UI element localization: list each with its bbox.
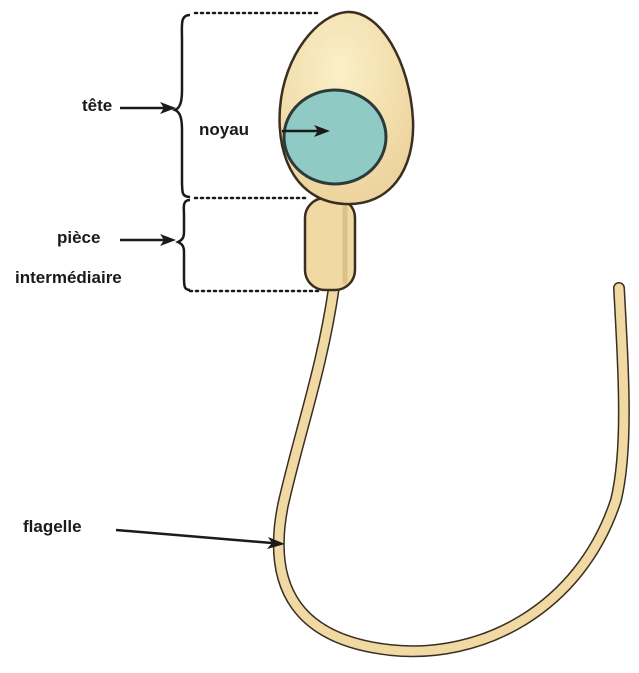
flagellum <box>279 287 624 651</box>
label-flagellum: flagelle <box>23 517 82 537</box>
flagellum-outline <box>279 287 624 651</box>
flagellum-fill <box>279 287 624 651</box>
head-brace-icon <box>175 15 190 197</box>
arrow-flagellum-line <box>116 530 272 543</box>
nucleus <box>284 90 386 184</box>
label-midpiece-line1: pièce <box>57 228 100 248</box>
midpiece-brace-icon <box>178 200 190 290</box>
label-midpiece-line2: intermédiaire <box>15 268 122 288</box>
label-head: tête <box>82 96 112 116</box>
label-nucleus: noyau <box>199 120 249 140</box>
